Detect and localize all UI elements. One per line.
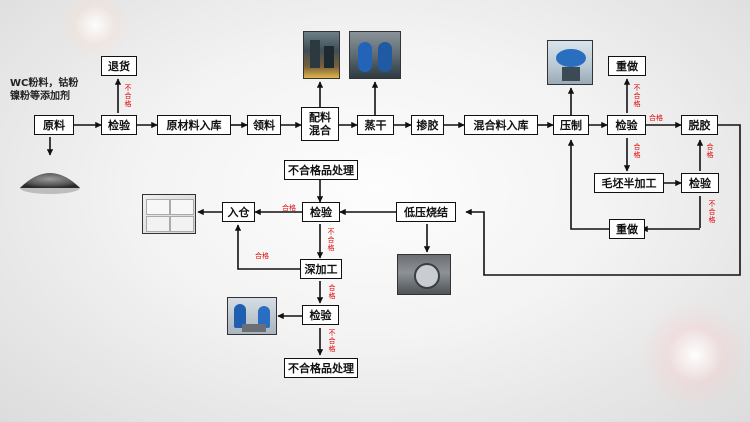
node-jianyan5: 检验 xyxy=(302,305,339,325)
arrow-tuojiao-diya xyxy=(465,124,741,276)
photo-inspection-workers xyxy=(227,297,277,335)
node-tuojiao: 脱胶 xyxy=(681,115,718,135)
label-pass-maopi: 合格 xyxy=(633,143,641,159)
photo-sintering-furnace xyxy=(397,254,451,295)
arrow-shen-ruchang xyxy=(234,224,300,270)
photo-mixing-equipment xyxy=(303,31,340,79)
node-hunheliao-ruku: 混合料入库 xyxy=(464,115,538,135)
label-fail-jianyan3: 不 合 格 xyxy=(708,200,716,224)
node-peiliao-hunhe: 配料 混合 xyxy=(301,107,339,141)
label-pass-shen-down: 合格 xyxy=(328,284,336,300)
node-yuanliao: 原料 xyxy=(34,115,74,135)
label-pass-jianyan2: 合格 xyxy=(649,114,663,122)
node-tuihuo: 退货 xyxy=(101,56,137,76)
powder-pile-image xyxy=(20,173,80,194)
node-zhongzuo2: 重做 xyxy=(609,219,645,239)
node-chanjiao: 掺胶 xyxy=(411,115,444,135)
label-fail-jianyan2: 不 合 格 xyxy=(633,84,641,108)
node-jianyan4: 检验 xyxy=(302,202,340,222)
photo-drying-equipment xyxy=(349,31,401,79)
node-yuancailiao-ruku: 原材料入库 xyxy=(157,115,231,135)
label-fail-jianyan5: 不 合 格 xyxy=(328,329,336,353)
raw-material-note: WC粉料，钴粉 镍粉等添加剂 xyxy=(10,78,79,102)
node-ruchang: 入仓 xyxy=(222,202,255,222)
node-jianyan3: 检验 xyxy=(681,173,719,193)
node-lingliao: 领料 xyxy=(247,115,281,135)
node-zhongzuo1: 重做 xyxy=(608,56,646,76)
arrow-zhongzuo2-yazhi xyxy=(567,139,611,230)
label-pass-shen: 合格 xyxy=(255,252,269,260)
node-jianyan2: 检验 xyxy=(607,115,646,135)
label-pass-jianyan3: 合格 xyxy=(706,143,714,159)
node-diya-shaojie: 低压烧结 xyxy=(396,202,456,222)
node-zhenggan: 蒸干 xyxy=(357,115,394,135)
node-jianyan1: 检验 xyxy=(101,115,137,135)
node-buhege-chuli1: 不合格品处理 xyxy=(284,160,358,180)
node-shen-jiagong: 深加工 xyxy=(300,259,342,279)
photo-press-machine xyxy=(547,40,593,85)
node-yazhi: 压制 xyxy=(553,115,589,135)
label-fail-jianyan1: 不 合 格 xyxy=(124,84,132,108)
node-buhege-chuli2: 不合格品处理 xyxy=(284,358,358,378)
label-fail-jianyan4: 不 合 格 xyxy=(327,228,335,252)
label-pass-jianyan4: 合格 xyxy=(282,204,296,212)
node-maopi-jiagong: 毛坯半加工 xyxy=(594,173,664,193)
photo-warehouse-boxes xyxy=(142,194,196,234)
